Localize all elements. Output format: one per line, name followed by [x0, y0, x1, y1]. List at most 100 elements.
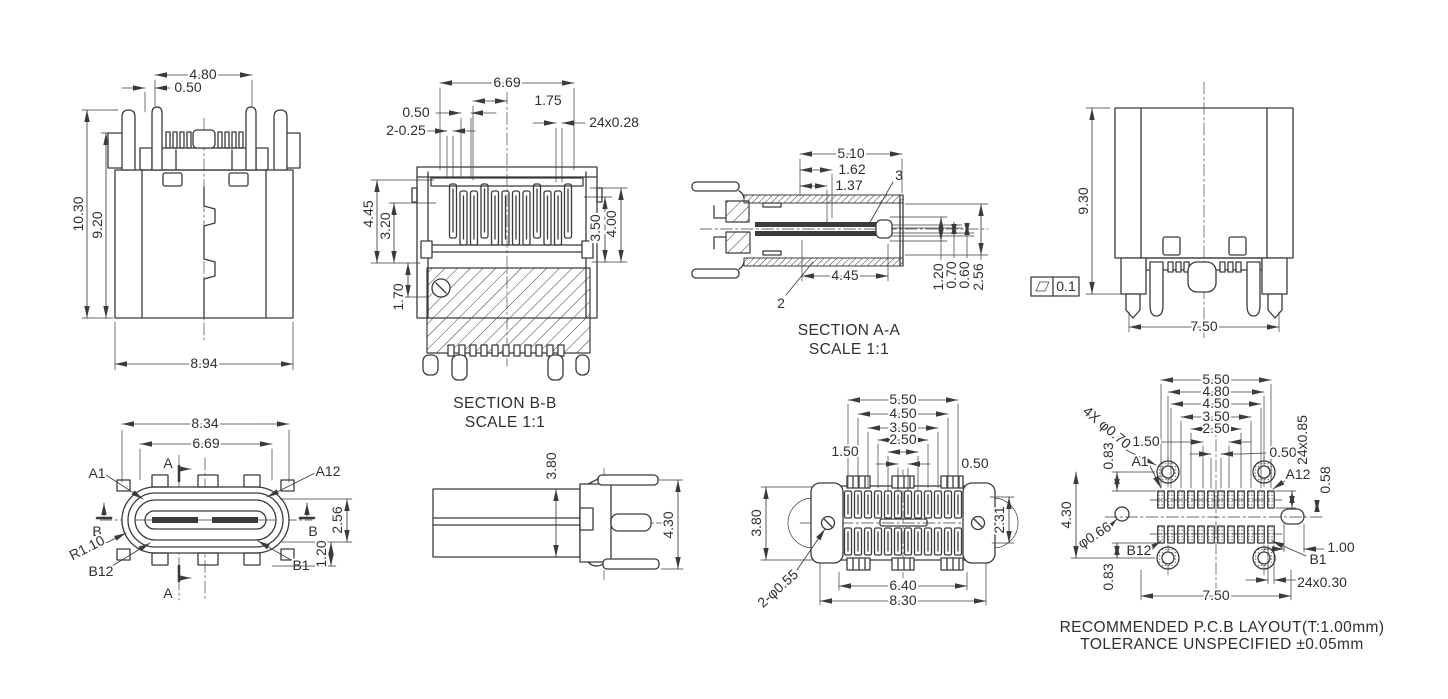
- dim-bp-25: 2.50: [889, 431, 916, 447]
- dim-pcb-25: 2.50: [1202, 420, 1229, 436]
- bottom-pins-view: 5.50 4.50 3.50 2.50 1.50 0.50 3.80 2.31: [746, 389, 1019, 613]
- dim-bp-holes: 2-φ0.55: [754, 566, 801, 611]
- pcb-oval-slot: [1280, 508, 1305, 525]
- front-comb-pins: [165, 131, 244, 149]
- dim-bb-offset: 0.50: [402, 104, 429, 120]
- section-aa-caption: SECTION A-A: [798, 322, 901, 339]
- dim-bb-cavity-height: 3.20: [377, 212, 393, 239]
- section-bb-hatched-body: [426, 267, 591, 354]
- section-cut-marks: A A B B: [90, 453, 319, 603]
- pcb-label-a12: A12: [1286, 466, 1311, 482]
- dim-pcb-pad-len: 24x0.85: [1294, 415, 1310, 465]
- dim-pcb-oval: 1.00: [1327, 539, 1354, 555]
- dim-pcb-pad-edge: 0.58: [1317, 466, 1333, 493]
- pin-label-a1: A1: [88, 465, 105, 481]
- dim-front-height-total: 10.30: [70, 196, 86, 231]
- pcb-caption-line2: TOLERANCE UNSPECIFIED ±0.05mm: [1080, 636, 1363, 653]
- section-aa-dimensions: 5.10 1.62 1.37 4.45 1.20 0.70 0.60 2.56: [799, 143, 989, 293]
- side-profile-view: 3.80 4.30: [432, 450, 684, 581]
- dim-profile-body: 3.80: [543, 452, 559, 479]
- dim-front-width-total: 8.94: [190, 355, 217, 371]
- dim-aa-depth-inner: 1.37: [835, 177, 862, 193]
- side-profile-dimensions: 3.80 4.30: [541, 450, 684, 570]
- dim-pcb-center-hole: φ0.66: [1075, 518, 1114, 551]
- section-mark-a-top: A: [163, 455, 173, 471]
- bottom-view-dimensions: 8.34 6.69 2.56 1.20: [121, 413, 353, 570]
- section-aa-tongue: [755, 222, 878, 227]
- dim-bb-shell-height: 4.45: [360, 200, 376, 227]
- section-a-a-view: 3 2 5.10 1.62 1.37 4.45 1.20 0.70: [691, 143, 989, 360]
- dim-bottom-inner-height: 2.56: [329, 506, 345, 533]
- dim-bb-pin-width: 24x0.28: [589, 114, 639, 130]
- dim-bb-base-height: 1.70: [390, 283, 406, 310]
- dim-pcb-35: 3.50: [1202, 408, 1229, 424]
- dim-side-height: 9.30: [1075, 187, 1091, 214]
- section-mark-b-right: B: [308, 523, 317, 539]
- side-view-dimensions: 9.30 7.50: [1073, 107, 1280, 336]
- pcb-dimensions: 5.50 4.80 4.50 3.50 2.50 1.50 0.50 4X φ0…: [1056, 369, 1357, 605]
- bottom-pins-tabs: [846, 475, 964, 571]
- side-view: 0.1 9.30 7.50: [1030, 81, 1294, 339]
- dim-pcb-55: 5.50: [1202, 371, 1229, 387]
- dim-bb-pin-height: 3.50: [587, 214, 603, 241]
- dim-bottom-tab-height: 1.20: [313, 540, 329, 567]
- flatness-tolerance-frame: 0.1: [1030, 276, 1080, 297]
- section-aa-scale: SCALE 1:1: [809, 341, 889, 358]
- pcb-center-hole: [1114, 506, 1130, 522]
- pcb-label-b1: B1: [1309, 551, 1326, 567]
- front-dimensions: 4.80 0.50 10.30 9.20 8.94: [68, 64, 294, 373]
- dim-aa-t-inner: 0.60: [956, 261, 972, 288]
- section-bb-dimensions: 6.69 1.75 0.50 2-0.25 24x0.28 4.45 3.20: [358, 72, 641, 313]
- dim-front-pins-width: 4.80: [189, 66, 216, 82]
- bottom-face-view: A A B B A1 A12 B12 B1 R1.10: [64, 413, 353, 603]
- dim-aa-t-outer: 1.20: [930, 263, 946, 290]
- dim-bb-shell-width: 6.69: [493, 74, 520, 90]
- section-bb-pins: [448, 183, 573, 246]
- dim-aa-t-cavity: 2.56: [970, 263, 986, 290]
- dim-bp-row-height: 2.31: [991, 506, 1007, 533]
- dim-bp-45: 4.50: [889, 405, 916, 421]
- callout-shell: 2: [777, 295, 785, 311]
- dim-aa-depth-mid: 1.62: [838, 161, 865, 177]
- dim-profile-legs: 4.30: [660, 511, 676, 538]
- side-view-teeth: [1167, 261, 1242, 273]
- pcb-pad-labels: A1 A12 B12 B1: [1125, 451, 1329, 569]
- dim-pcb-v-top: 0.83: [1100, 442, 1116, 469]
- dim-bp-body-height: 3.80: [748, 509, 764, 536]
- front-view: 4.80 0.50 10.30 9.20 8.94: [68, 64, 301, 373]
- pcb-layout-view: 5.50 4.80 4.50 3.50 2.50 1.50 0.50 4X φ0…: [1056, 369, 1386, 655]
- dim-bp-55: 5.50: [889, 391, 916, 407]
- dim-pcb-v-bot: 0.83: [1100, 563, 1116, 590]
- section-aa-top-wall: [743, 194, 904, 204]
- dim-aa-depth-shell: 5.10: [837, 145, 864, 161]
- dim-bb-half-pitch: 1.75: [534, 92, 561, 108]
- pcb-label-a1: A1: [1131, 453, 1148, 469]
- section-b-b-view: 6.69 1.75 0.50 2-0.25 24x0.28 4.45 3.20: [358, 72, 641, 433]
- dim-aa-depth-tongue: 4.45: [831, 267, 858, 283]
- section-bb-solder-teeth: [447, 344, 565, 357]
- section-aa-bottom-wall: [743, 257, 904, 267]
- dim-aa-t-mid: 0.70: [943, 261, 959, 288]
- dim-pcb-v-rows: 4.30: [1058, 501, 1074, 528]
- dim-bp-inner-width: 6.40: [889, 577, 916, 593]
- dim-front-offset: 0.50: [174, 79, 201, 95]
- section-mark-b-left: B: [92, 523, 101, 539]
- dim-pcb-05: 0.50: [1269, 444, 1296, 460]
- dim-bottom-width-total: 8.34: [191, 415, 218, 431]
- flatness-icon: [1035, 281, 1050, 292]
- dim-bb-slots: 2-0.25: [386, 122, 426, 138]
- pin-label-a12: A12: [316, 463, 341, 479]
- section-bb-caption: SECTION B-B: [453, 395, 556, 412]
- pcb-caption-line1: RECOMMENDED P.C.B LAYOUT(T:1.00mm): [1060, 619, 1385, 636]
- dim-bottom-shell-width: 6.69: [192, 435, 219, 451]
- flatness-value: 0.1: [1056, 278, 1076, 294]
- dim-bp-15: 1.50: [831, 443, 858, 459]
- dim-bottom-radius: R1.10: [66, 532, 107, 563]
- dim-pcb-45: 4.50: [1202, 395, 1229, 411]
- pcb-label-b12: B12: [1127, 542, 1152, 558]
- dim-pcb-hole-span: 7.50: [1202, 587, 1229, 603]
- section-bb-scale: SCALE 1:1: [465, 414, 545, 431]
- dim-bp-05: 0.50: [961, 455, 988, 471]
